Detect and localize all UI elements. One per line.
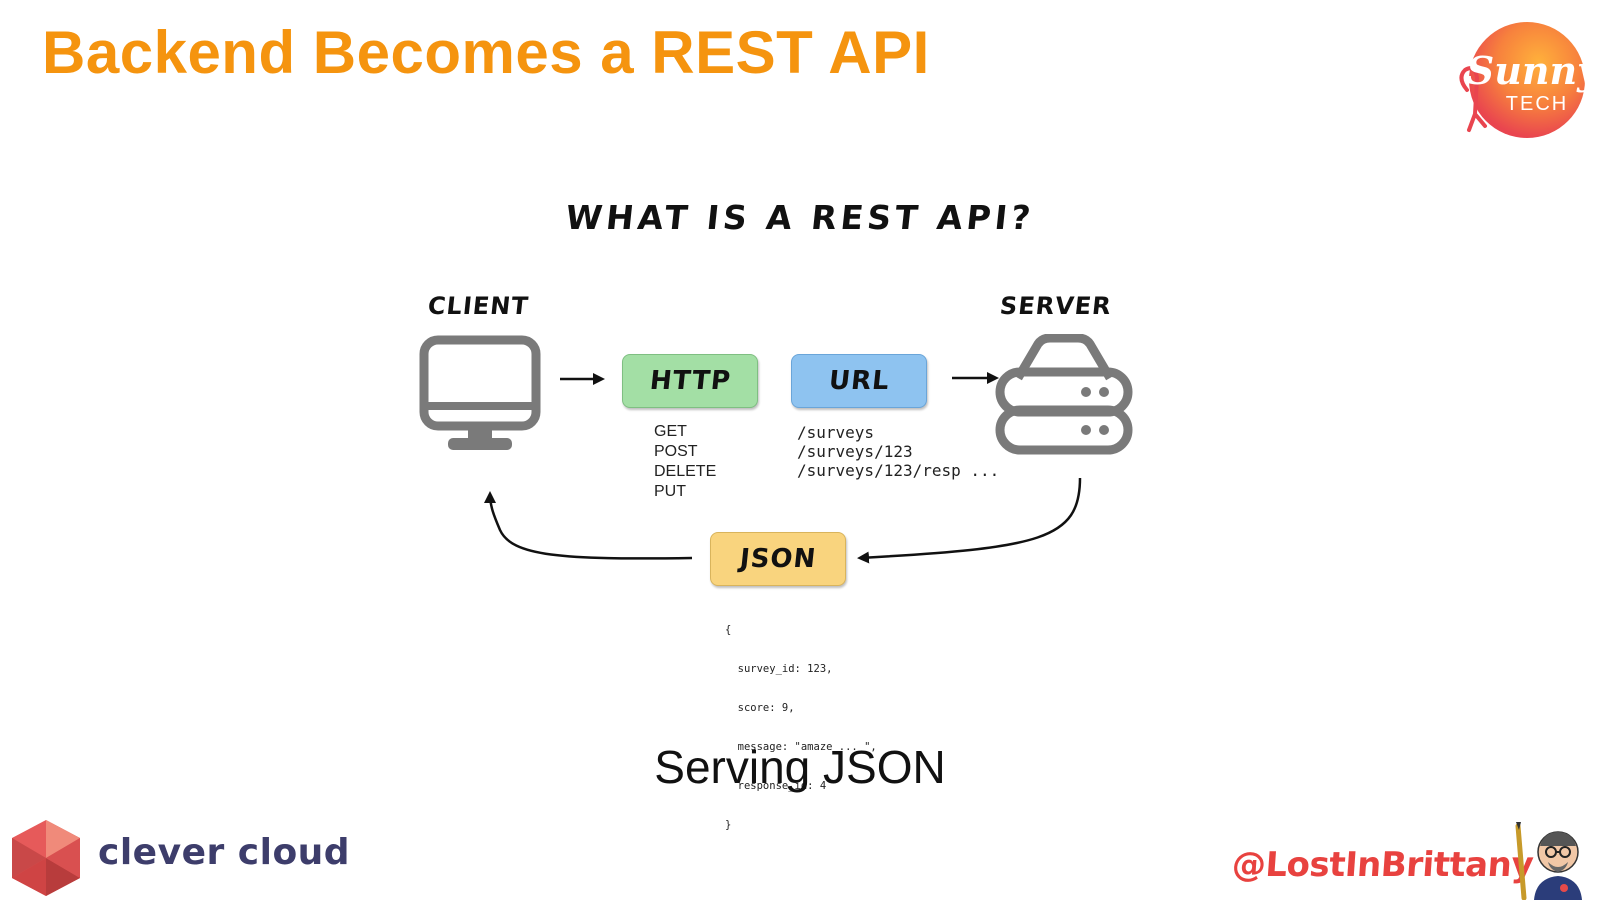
list-item: PUT <box>654 483 686 500</box>
svg-text:Sunny: Sunny <box>1467 48 1595 93</box>
server-icon <box>995 334 1133 455</box>
list-item: GET <box>654 423 687 440</box>
list-item: /surveys/123 <box>797 442 913 461</box>
json-example: { survey_id: 123, score: 9, message: "am… <box>725 598 877 845</box>
arrow-json-to-client <box>484 491 693 560</box>
list-item: POST <box>654 443 698 460</box>
url-paths-list: /surveys /surveys/123 /surveys/123/resp … <box>797 423 999 480</box>
twitter-handle: @LostInBrittany <box>1230 845 1535 885</box>
json-line: { <box>725 624 732 636</box>
monitor-icon <box>419 335 541 450</box>
json-line: message: "amaze ... ", <box>725 741 877 753</box>
json-box: JSON <box>710 532 846 586</box>
slide-caption: Serving JSON <box>654 741 946 793</box>
clever-cloud-wordmark: clever cloud <box>98 832 351 873</box>
svg-text:TECH: TECH <box>1506 93 1568 115</box>
arrow-server-to-json <box>857 477 1082 564</box>
http-methods-list: GET POST DELETE PUT <box>654 422 716 502</box>
clever-cloud-logo-icon <box>12 820 80 896</box>
list-item: DELETE <box>654 463 717 480</box>
json-line: survey_id: 123, <box>725 663 833 675</box>
slide-title: Backend Becomes a REST API <box>42 19 930 86</box>
url-box: URL <box>791 354 927 408</box>
sunny-tech-logo: Sunny TECH <box>1459 22 1595 138</box>
list-item: /surveys/123/resp ... <box>797 461 1000 480</box>
http-box: HTTP <box>622 354 758 408</box>
json-line: } <box>725 819 732 831</box>
json-line: score: 9, <box>725 702 795 714</box>
json-line: response_id: 4 <box>725 780 827 792</box>
avatar-illustration <box>1515 822 1582 900</box>
list-item: /surveys <box>797 423 875 442</box>
